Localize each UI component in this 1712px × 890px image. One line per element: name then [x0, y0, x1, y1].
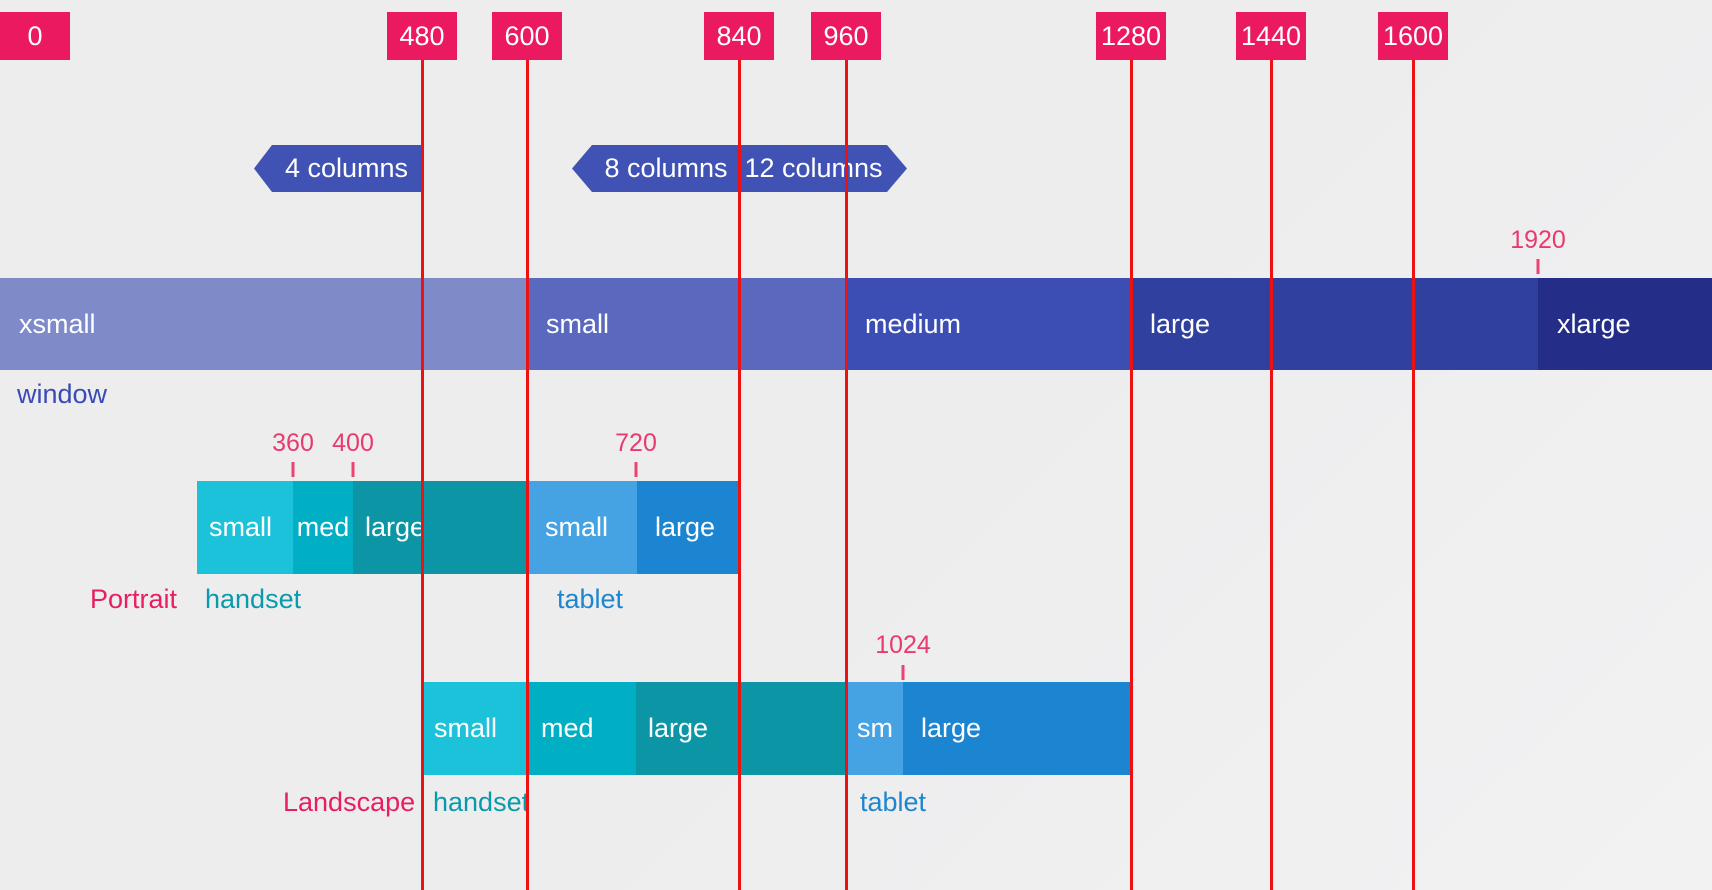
landscape-handset-bar-segment-small: small — [422, 682, 529, 775]
badge-4-columns: 4 columns — [254, 145, 421, 192]
landscape-tablet-caption: tablet — [860, 787, 927, 817]
breakpoint-marker-480: 480 — [387, 12, 457, 60]
tick-mark-360 — [291, 462, 295, 477]
portrait-caption: Portrait — [90, 584, 178, 614]
breakpoint-marker-1600: 1600 — [1378, 12, 1448, 60]
tick-label-720: 720 — [615, 429, 657, 457]
breakpoint-marker-600: 600 — [492, 12, 562, 60]
breakpoint-line-1440 — [1269, 60, 1273, 890]
portrait-tablet-bar-segment-large: large — [637, 481, 739, 574]
breakpoint-marker-1280: 1280 — [1096, 12, 1166, 60]
breakpoint-marker-0: 0 — [0, 12, 70, 60]
breakpoint-marker-960: 960 — [811, 12, 881, 60]
tick-label-1920: 1920 — [1510, 226, 1566, 254]
breakpoint-line-1280 — [1129, 60, 1133, 890]
portrait-handset-bar-segment-med: med — [293, 481, 353, 574]
tick-mark-1920 — [1536, 259, 1540, 274]
badge-4-columns-label-0: 4 columns — [284, 153, 409, 183]
tick-mark-720 — [634, 462, 638, 477]
landscape-handset-bar-segment-large: large — [636, 682, 847, 775]
tick-label-360: 360 — [272, 429, 314, 457]
portrait-handset-bar-segment-small: small — [197, 481, 293, 574]
landscape-handset-bar-segment-med: med — [529, 682, 636, 775]
window-bar-segment-large: large — [1131, 278, 1538, 370]
tick-label-400: 400 — [332, 429, 374, 457]
landscape-tablet-bar-segment-sm: sm — [847, 682, 903, 775]
breakpoint-line-840 — [737, 60, 741, 890]
window-bar-segment-xsmall: xsmall — [0, 278, 527, 370]
window-bar-segment-medium: medium — [846, 278, 1131, 370]
breakpoint-marker-840: 840 — [704, 12, 774, 60]
badge-8-12-columns-label-0: 8 columns — [604, 153, 728, 183]
portrait-handset-bar-segment-large: large — [353, 481, 527, 574]
breakpoint-line-960 — [844, 60, 848, 890]
breakpoint-line-480 — [420, 60, 424, 890]
tick-label-1024: 1024 — [875, 631, 931, 659]
landscape-tablet-bar-segment-large: large — [903, 682, 1131, 775]
window-caption: window — [17, 379, 108, 409]
breakpoint-line-1600 — [1411, 60, 1415, 890]
landscape-caption: Landscape — [283, 787, 416, 817]
tick-mark-400 — [351, 462, 355, 477]
window-bar-segment-xlarge: xlarge — [1538, 278, 1712, 370]
badge-8-12-columns-label-1: 12 columns — [744, 153, 883, 183]
window-bar-segment-small: small — [527, 278, 846, 370]
portrait-handset-caption: handset — [205, 584, 302, 614]
breakpoint-line-600 — [525, 60, 529, 890]
portrait-tablet-bar-segment-small: small — [527, 481, 637, 574]
breakpoint-marker-1440: 1440 — [1236, 12, 1306, 60]
landscape-handset-caption: handset — [433, 787, 530, 817]
portrait-tablet-caption: tablet — [557, 584, 624, 614]
tick-mark-1024 — [901, 665, 905, 680]
